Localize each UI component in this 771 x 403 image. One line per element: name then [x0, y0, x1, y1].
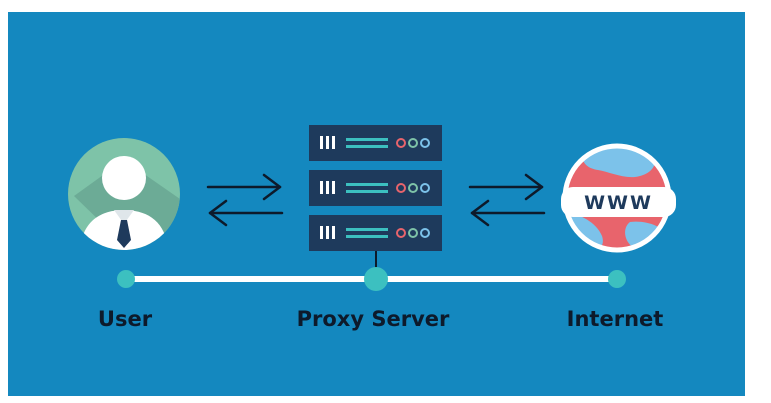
server-unit — [309, 170, 442, 206]
server-rack-icon — [309, 125, 442, 251]
user-avatar-icon — [68, 138, 180, 250]
internet-label: Internet — [566, 307, 664, 331]
connector-dot-internet — [608, 270, 626, 288]
connector-dot-user — [117, 270, 135, 288]
user-label: User — [97, 307, 153, 331]
arrows-user-proxy-icon — [206, 173, 284, 227]
proxy-server-label: Proxy Server — [296, 307, 450, 331]
arrows-proxy-internet-icon — [468, 173, 546, 227]
www-badge-text: WWW — [584, 192, 653, 214]
server-unit — [309, 215, 442, 251]
globe-www-icon: WWW — [561, 143, 676, 253]
server-unit — [309, 125, 442, 161]
connector-dot-proxy — [364, 267, 388, 291]
